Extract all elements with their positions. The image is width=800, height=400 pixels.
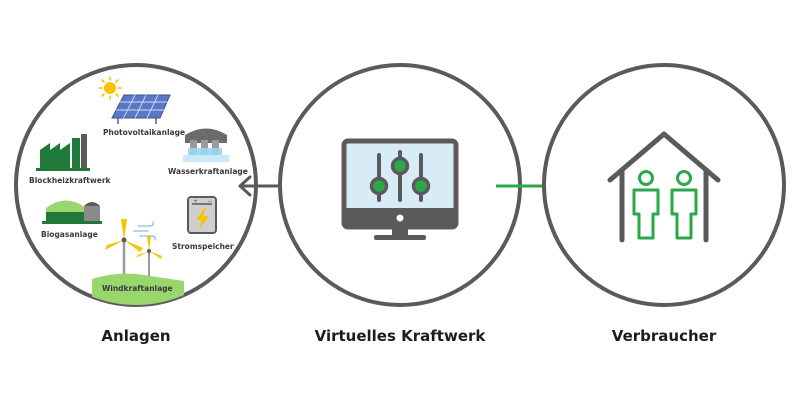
hydropower-icon [183, 128, 229, 162]
vpp-group [278, 63, 522, 307]
biogas-icon [42, 200, 102, 224]
sliders-icon [369, 150, 431, 202]
solar-panel-icon [111, 94, 171, 124]
label-windkraftanlage: Windkraftanlage [102, 284, 173, 293]
label-wasserkraftanlage: Wasserkraftanlage [168, 167, 248, 176]
label-blockheizkraftwerk: Blockheizkraftwerk [29, 176, 112, 185]
sun-icon [98, 76, 122, 100]
wind-turbine-icon [92, 219, 184, 305]
consumers-title: Verbraucher [612, 327, 717, 345]
label-photovoltaikanlage: Photovoltaikanlage [103, 128, 185, 137]
svg-text:−: − [207, 198, 212, 205]
consumers-group [542, 63, 786, 307]
house-icon [607, 131, 721, 243]
label-stromspeicher: Stromspeicher [172, 242, 234, 251]
anlagen-group: Photovoltaikanlage Wasserkraftanlage Blo… [14, 63, 258, 307]
vpp-title: Virtuelles Kraftwerk [315, 327, 487, 345]
people-icon [632, 170, 698, 240]
person-icon [632, 170, 660, 240]
svg-text:+: + [193, 198, 198, 205]
factory-icon [36, 134, 90, 171]
person-icon [670, 170, 698, 240]
battery-icon: + − [187, 196, 217, 234]
consumers-circle [542, 63, 786, 307]
label-biogasanlage: Biogasanlage [41, 230, 98, 239]
anlagen-title: Anlagen [101, 327, 170, 345]
